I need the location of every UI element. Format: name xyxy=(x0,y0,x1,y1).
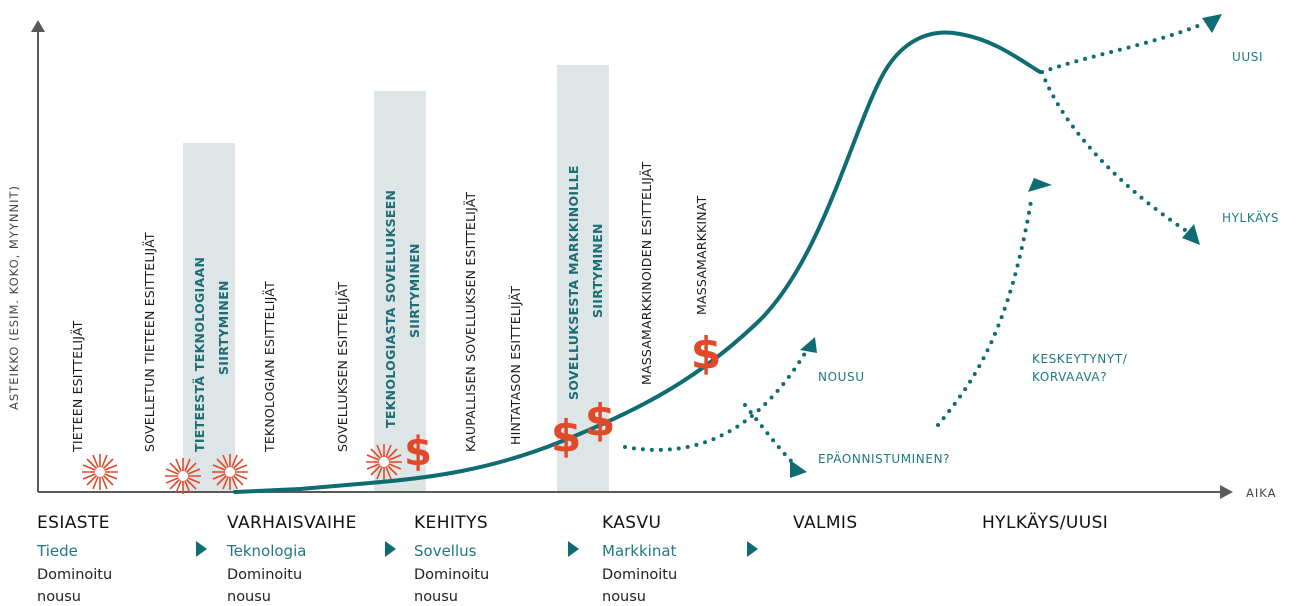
stage-driver-sovellus: Sovellus xyxy=(414,542,477,560)
stage-varhaisvaihe: VARHAISVAIHE xyxy=(227,513,357,533)
stage-arrow-icon xyxy=(568,541,579,557)
stage-sub-kasvu-2: nousu xyxy=(602,589,646,605)
stage-arrow-icon xyxy=(196,541,207,557)
stage-arrow-icon xyxy=(385,541,396,557)
dollar-icon: $ xyxy=(691,328,722,379)
stage-sub-kasvu-1: Dominoitu xyxy=(602,567,677,583)
arrow-uusi-icon xyxy=(1202,14,1222,33)
branch-hylkays xyxy=(1040,70,1187,232)
burst-icon xyxy=(212,454,248,490)
transition-band-technology-application xyxy=(374,91,426,492)
label-transfer1-line1: TIETEESTÄ TEKNOLOGIAAN xyxy=(192,257,207,452)
stage-driver-teknologia: Teknologia xyxy=(226,542,306,560)
label-massamarkkinoiden-esittelijat: MASSAMARKKINOIDEN ESITTELIJÄT xyxy=(639,161,654,385)
label-sovelluksen-esittelijat: SOVELLUKSEN ESITTELIJÄT xyxy=(335,282,350,452)
transition-band-application-market xyxy=(557,65,609,492)
label-kaupallisen-sovelluksen-esittelijat: KAUPALLISEN SOVELLUKSEN ESITTELIJÄT xyxy=(463,191,478,452)
stage-valmis: VALMIS xyxy=(793,513,858,533)
label-tieteen-esittelijat: TIETEEN ESITTELIJÄT xyxy=(70,320,85,453)
stage-arrow-icon xyxy=(747,541,758,557)
y-axis-arrow-icon xyxy=(31,20,45,32)
branch-uusi xyxy=(1040,23,1202,74)
stage-kehitys: KEHITYS xyxy=(414,513,488,533)
stage-sub-kehitys-2: nousu xyxy=(414,589,458,605)
stage-hylkays-uusi: HYLKÄYS/UUSI xyxy=(982,512,1108,533)
arrow-hylkays-icon xyxy=(1182,224,1200,245)
label-transfer3-line1: SOVELLUKSESTA MARKKINOILLE xyxy=(566,165,581,400)
label-teknologian-esittelijat: TEKNOLOGIAN ESITTELIJÄT xyxy=(262,281,277,453)
outcome-hylkays: HYLKÄYS xyxy=(1222,210,1279,225)
dollar-icon: $ xyxy=(404,429,432,475)
lifecycle-curve xyxy=(233,30,1042,494)
stage-driver-markkinat: Markkinat xyxy=(602,542,677,560)
label-transfer3-line2: SIIRTYMINEN xyxy=(590,223,605,318)
label-sovelletun-tieteen-esittelijat: SOVELLETUN TIETEEN ESITTELIJÄT xyxy=(142,232,157,452)
outcome-uusi: UUSI xyxy=(1232,50,1263,64)
burst-icon xyxy=(82,454,118,490)
arrow-nousu-icon xyxy=(800,337,817,353)
burst-icon xyxy=(366,444,402,480)
branch-nousu xyxy=(623,343,812,452)
dollar-icon: $ xyxy=(585,395,616,446)
label-transfer2-line2: SIIRTYMINEN xyxy=(407,243,422,338)
x-axis-arrow-icon xyxy=(1220,485,1233,499)
transition-band-science-technology xyxy=(183,143,235,492)
stage-sub-esiaste-2: nousu xyxy=(37,589,81,605)
branch-epaonnistuminen xyxy=(743,403,797,467)
label-transfer1-line2: SIIRTYMINEN xyxy=(216,280,231,375)
y-axis-label: ASTEIKKO (ESIM. KOKO, MYYNNIT) xyxy=(7,185,21,410)
burst-icon xyxy=(165,458,201,494)
dollar-icon: $ xyxy=(551,411,582,462)
stage-sub-kehitys-1: Dominoitu xyxy=(414,567,489,583)
arrow-keskeytynyt-icon xyxy=(1028,178,1052,192)
stage-driver-tiede: Tiede xyxy=(36,542,78,560)
arrow-epaonnistuminen-icon xyxy=(790,460,807,478)
stage-sub-varhaisvaihe-1: Dominoitu xyxy=(227,567,302,583)
outcome-nousu: NOUSU xyxy=(818,370,865,384)
outcome-keskeytynyt-line1: KESKEYTYNYT/ xyxy=(1032,352,1128,366)
outcome-epaonnistuminen: EPÄONNISTUMINEN? xyxy=(818,451,950,466)
label-transfer2-line1: TEKNOLOGIASTA SOVELLUKSEEN xyxy=(383,190,398,428)
stage-sub-varhaisvaihe-2: nousu xyxy=(227,589,271,605)
x-axis-label: AIKA xyxy=(1246,486,1276,500)
label-massamarkkinat: MASSAMARKKINAT xyxy=(694,195,709,315)
stage-sub-esiaste-1: Dominoitu xyxy=(37,567,112,583)
label-hintatason-esittelijat: HINTATASON ESITTELIJÄT xyxy=(508,286,523,445)
stage-kasvu: KASVU xyxy=(602,513,661,533)
stage-esiaste: ESIASTE xyxy=(37,513,110,533)
branch-keskeytynyt xyxy=(936,193,1034,427)
outcome-keskeytynyt-line2: KORVAAVA? xyxy=(1032,370,1107,384)
